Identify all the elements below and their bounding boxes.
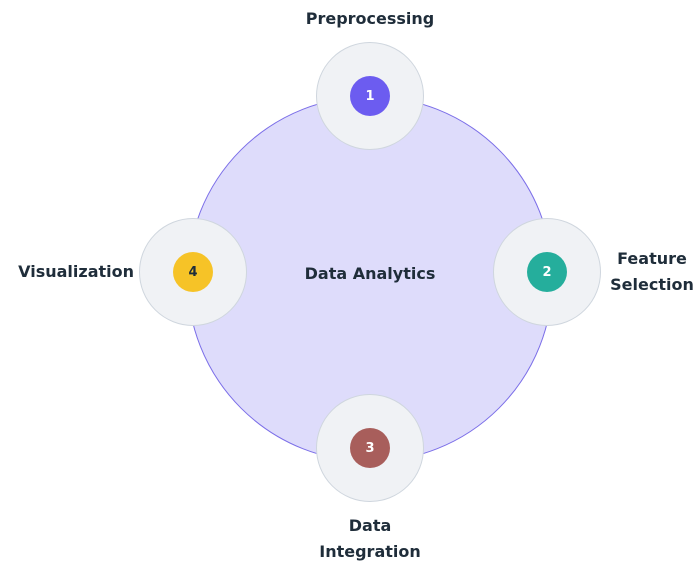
- step-node-4: 4: [139, 218, 247, 326]
- step-badge-1: 1: [350, 76, 390, 116]
- step-number-1: 1: [365, 88, 375, 104]
- hub-label: Data Analytics: [304, 264, 436, 283]
- step-node-2: 2: [493, 218, 601, 326]
- step-label-3: Data Integration: [300, 513, 440, 565]
- step-label-4: Visualization: [6, 259, 134, 285]
- step-label-4-line-1: Visualization: [18, 262, 134, 281]
- step-node-3: 3: [316, 394, 424, 502]
- step-label-2-line-1: Feature: [617, 249, 687, 268]
- step-badge-4: 4: [173, 252, 213, 292]
- step-label-2: Feature Selection: [606, 246, 698, 298]
- step-label-1: Preprocessing: [270, 6, 470, 32]
- step-number-3: 3: [365, 440, 375, 456]
- step-label-3-line-1: Data: [348, 516, 392, 535]
- step-label-2-line-2: Selection: [610, 275, 694, 294]
- step-number-4: 4: [188, 264, 198, 280]
- step-badge-2: 2: [527, 252, 567, 292]
- step-label-3-line-2: Integration: [319, 542, 421, 561]
- step-number-2: 2: [542, 264, 552, 280]
- step-badge-3: 3: [350, 428, 390, 468]
- step-label-1-line-1: Preprocessing: [305, 9, 435, 28]
- step-node-1: 1: [316, 42, 424, 150]
